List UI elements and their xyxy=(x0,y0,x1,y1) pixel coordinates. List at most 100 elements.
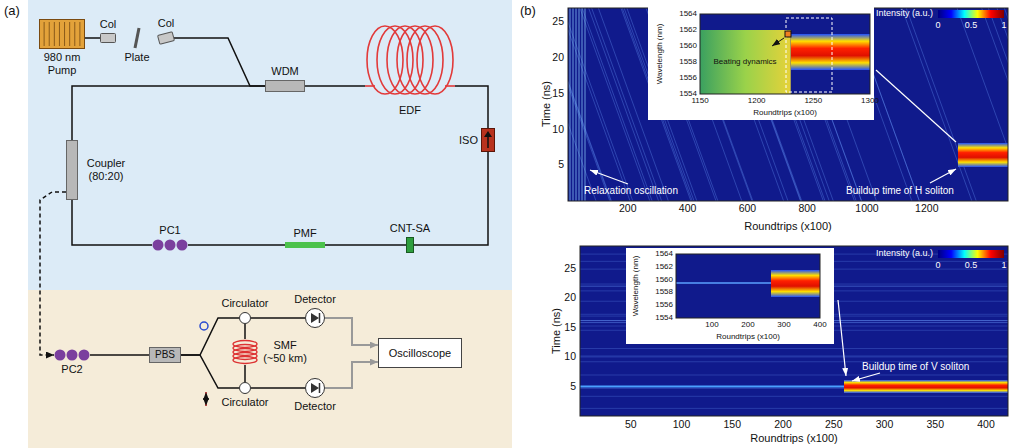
component-label: SMF (~50 km) xyxy=(262,339,308,364)
relaxation-line xyxy=(582,8,583,201)
marker-square xyxy=(785,31,791,37)
axis-title: Time (ns) xyxy=(540,81,552,127)
tick-label: 1554 xyxy=(655,314,673,323)
zoom-line xyxy=(876,70,956,142)
det-component: Detector xyxy=(294,293,336,328)
tick-label: 400 xyxy=(813,321,826,330)
tick-label: Wavelength (nm) xyxy=(632,256,641,317)
tick-label: 5 xyxy=(570,381,576,393)
optical-fiber xyxy=(455,86,488,128)
relaxation-line xyxy=(576,8,577,201)
zoom-line xyxy=(838,300,846,376)
tick-label: 1558 xyxy=(655,288,673,297)
tick-label: 400 xyxy=(679,203,697,215)
tick-label: 1556 xyxy=(655,301,673,310)
col-symbol xyxy=(100,33,116,43)
relaxation-line xyxy=(579,8,580,201)
fiber-coil xyxy=(407,26,443,94)
diode xyxy=(311,383,319,393)
coupler-component: Coupler (80:20) xyxy=(66,140,130,200)
tick-label: 0.5 xyxy=(965,21,978,31)
plot-frame xyxy=(580,246,1008,416)
optical-fiber xyxy=(181,355,239,388)
iso-symbol xyxy=(481,128,495,152)
tick-label: 1300 xyxy=(861,97,879,106)
streak xyxy=(582,8,652,201)
isolator-arrow xyxy=(487,136,489,148)
diode-bar xyxy=(319,313,321,323)
signal-cable xyxy=(325,318,378,345)
tick-label: 15 xyxy=(552,88,564,100)
streak xyxy=(957,8,1008,201)
tick-label: 1000 xyxy=(855,203,878,215)
fiber-lead xyxy=(365,85,375,87)
signal-cable xyxy=(325,362,378,388)
tick-label: 150 xyxy=(723,419,741,431)
colorbar xyxy=(938,10,1004,18)
annotation: Buildup time of V soliton xyxy=(862,361,969,372)
det-symbol xyxy=(305,378,325,398)
tick-label: 0 xyxy=(935,21,940,31)
inset-trace xyxy=(676,282,771,284)
tick-label: 1200 xyxy=(748,97,766,106)
component-label: Detector xyxy=(294,293,336,306)
fiber-coil xyxy=(397,26,433,94)
plate-symbol xyxy=(133,27,141,49)
collimator xyxy=(101,34,116,43)
panel-a-bottom xyxy=(28,290,512,448)
component-label: PC2 xyxy=(61,363,82,376)
tick-label: 1564 xyxy=(655,250,673,259)
cnt-component: CNT-SA xyxy=(390,222,430,253)
pulse-trace xyxy=(580,386,844,388)
optical-fiber xyxy=(244,365,246,382)
coupler-symbol xyxy=(66,140,78,200)
plate-component: Plate xyxy=(124,27,149,64)
pbs-box: PBS xyxy=(149,347,181,363)
tick-label: 300 xyxy=(777,321,790,330)
tick-label: 200 xyxy=(619,203,637,215)
component-label: Circulator xyxy=(221,396,268,409)
optical-fiber xyxy=(244,324,246,339)
v-soliton-band xyxy=(844,380,1008,393)
circ-symbol xyxy=(239,382,251,394)
pc-component: PC2 xyxy=(54,349,90,376)
heatmap xyxy=(580,246,1008,416)
circ-component: Circulator xyxy=(221,297,268,324)
tick-label: 800 xyxy=(798,203,816,215)
wdm-component: WDM xyxy=(265,65,305,92)
streak xyxy=(580,408,1008,409)
tick-label: 15 xyxy=(564,322,576,334)
tick-label: 1 xyxy=(1001,21,1006,31)
fiber-coil xyxy=(417,26,453,94)
tick-label: 1562 xyxy=(679,26,697,35)
tick-label: Intensity (a.u.) xyxy=(876,9,933,19)
polarization-arrow xyxy=(205,392,207,406)
pump-stripe xyxy=(49,22,50,46)
pump-component: 980 nm Pump xyxy=(39,19,85,76)
circulator xyxy=(240,383,251,394)
paddle xyxy=(165,240,176,251)
inset-ground xyxy=(626,248,834,344)
paddle xyxy=(79,350,90,361)
tick-label: Roundtrips (x100) xyxy=(716,333,780,342)
diode xyxy=(311,313,319,323)
optical-fiber xyxy=(40,192,66,355)
tick-label: Intensity (a.u.) xyxy=(876,249,933,259)
streak xyxy=(988,8,1008,201)
pump-stripe xyxy=(44,22,45,46)
pointer-arrow xyxy=(772,38,784,46)
component-label: WDM xyxy=(271,65,299,78)
tick-label: 200 xyxy=(741,321,754,330)
saturable-absorber xyxy=(407,238,414,253)
detector-body xyxy=(306,309,325,328)
tick-label: 0 xyxy=(935,261,940,271)
pump-stripe xyxy=(74,22,75,46)
annotation: Beating dynamics xyxy=(713,58,776,67)
streak xyxy=(906,8,976,201)
inset-ground xyxy=(648,6,874,120)
tick-label: 1 xyxy=(1001,261,1006,271)
circ-component: Circulator xyxy=(221,382,268,409)
